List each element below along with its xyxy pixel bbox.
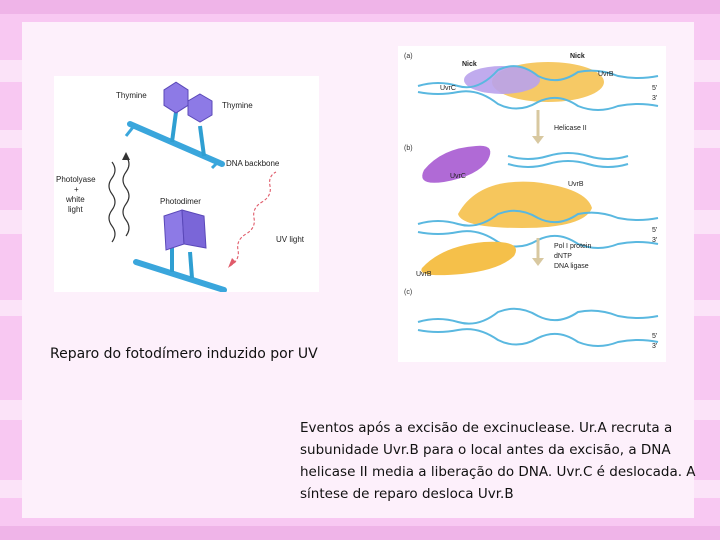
panel-label-b: (b) bbox=[404, 145, 413, 152]
uv-light-label: UV light bbox=[276, 235, 305, 244]
photodimer-figure: Thymine Thymine DNA backbone Photolyase … bbox=[54, 76, 319, 293]
excinuclease-diagram: (a) Nick Nick UvrC UvrB 5' 3' Helicase I… bbox=[404, 53, 659, 350]
caption-right: Eventos após a excisão de excinuclease. … bbox=[300, 420, 696, 502]
base-stem bbox=[198, 125, 206, 157]
base-stem bbox=[188, 251, 194, 279]
photodimer-base bbox=[181, 209, 207, 249]
photodimer-base bbox=[163, 209, 185, 251]
white-label: white bbox=[65, 195, 85, 204]
thymine-base bbox=[187, 93, 213, 123]
dna-strand bbox=[507, 160, 629, 168]
nick-label-2: Nick bbox=[570, 53, 585, 60]
nick-label-1: Nick bbox=[462, 61, 477, 68]
step-arrow-head bbox=[532, 136, 544, 144]
three-prime-end: 3' bbox=[652, 237, 657, 244]
dna-strand bbox=[417, 328, 659, 347]
dna-strand bbox=[507, 152, 629, 160]
light-label: light bbox=[68, 205, 83, 214]
dna-strand bbox=[417, 65, 659, 89]
dna-strand bbox=[417, 209, 659, 227]
dna-backbone-bottom bbox=[133, 259, 227, 293]
step-arrow-head bbox=[532, 258, 544, 266]
five-prime-end: 5' bbox=[652, 85, 657, 92]
backbone-stub bbox=[210, 160, 220, 170]
uvrb-label-a: UvrB bbox=[598, 71, 614, 78]
uvrc-label-a: UvrC bbox=[440, 85, 456, 92]
backbone-label: DNA backbone bbox=[226, 159, 280, 168]
uv-light-wave bbox=[229, 171, 277, 267]
uvrb-released-protein bbox=[421, 241, 516, 276]
uvrb-protein bbox=[458, 181, 592, 228]
dntp-label: dNTP bbox=[554, 253, 572, 260]
excinuclease-figure: (a) Nick Nick UvrC UvrB 5' 3' Helicase I… bbox=[398, 46, 666, 362]
background-stripe bbox=[0, 0, 720, 14]
dna-backbone-top bbox=[127, 121, 225, 167]
thymine-label-1: Thymine bbox=[116, 91, 147, 100]
thymine-label-2: Thymine bbox=[222, 101, 253, 110]
panel-label-a: (a) bbox=[404, 53, 413, 60]
background-stripe bbox=[0, 526, 720, 540]
plus-label: + bbox=[74, 185, 79, 194]
thymine-base bbox=[163, 81, 189, 114]
uvrc-released-protein bbox=[422, 145, 491, 183]
three-prime-end: 3' bbox=[652, 95, 657, 102]
uvrb-label-b1: UvrB bbox=[568, 181, 584, 188]
three-prime-end: 3' bbox=[652, 343, 657, 350]
five-prime-end: 5' bbox=[652, 227, 657, 234]
dna-strand bbox=[417, 307, 659, 325]
base-stem bbox=[170, 111, 178, 143]
caption-left: Reparo do fotodímero induzido por UV bbox=[50, 346, 318, 362]
white-light-wave bbox=[108, 161, 116, 243]
pol1-label: Pol I protein bbox=[554, 243, 591, 250]
photodimer-label: Photodimer bbox=[160, 197, 201, 206]
arrow-head bbox=[122, 152, 130, 160]
photodimer-diagram: Thymine Thymine DNA backbone Photolyase … bbox=[56, 81, 305, 293]
uv-arrow-head bbox=[228, 258, 236, 268]
ligase-label: DNA ligase bbox=[554, 263, 589, 270]
panel-label-c: (c) bbox=[404, 289, 412, 296]
helicase-label: Helicase II bbox=[554, 125, 587, 132]
white-light-wave bbox=[122, 155, 130, 237]
dna-strand bbox=[417, 90, 659, 111]
five-prime-end: 5' bbox=[652, 333, 657, 340]
uvrb-label-b2: UvrB bbox=[416, 271, 432, 278]
uvrc-label-b: UvrC bbox=[450, 173, 466, 180]
backbone-stub bbox=[124, 125, 136, 137]
uvrc-protein bbox=[464, 66, 540, 94]
photolyase-label: Photolyase bbox=[56, 175, 96, 184]
